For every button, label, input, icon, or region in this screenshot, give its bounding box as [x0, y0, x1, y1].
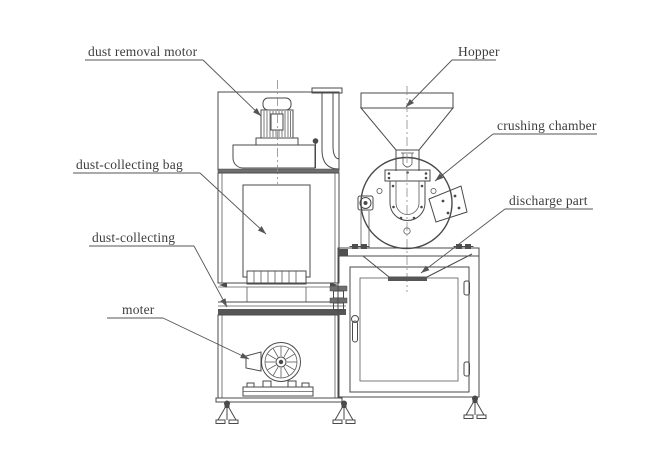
label-discharge-part: discharge part [509, 193, 588, 208]
left-arrow-mark [219, 282, 227, 288]
discharge-bracket [428, 185, 468, 223]
callout-discharge-part: discharge part [420, 193, 593, 274]
motor-box [217, 314, 340, 399]
label-dust-collecting: dust-collecting [92, 230, 175, 245]
dust-collecting-bag [242, 184, 311, 278]
leader-line [405, 59, 453, 108]
callouts: dust removal motor dust-collecting bag d… [73, 44, 597, 360]
discharge-mouth [388, 276, 427, 281]
callout-dust-collecting: dust-collecting [89, 230, 228, 308]
side-knob [357, 195, 374, 248]
bag-box [217, 172, 340, 284]
leader-line [420, 208, 506, 274]
leader-line [193, 245, 228, 308]
motor-snout [245, 351, 262, 372]
dust-collector-unit [215, 80, 348, 403]
door-u-inner [395, 181, 420, 215]
blower-compartment [217, 80, 343, 184]
door-u-outer [389, 181, 426, 221]
crushing-chamber [357, 86, 468, 292]
feed-throat-detail [401, 152, 414, 168]
label-moter: moter [122, 302, 155, 317]
label-dust-collecting-bag: dust-collecting bag [76, 157, 183, 172]
callout-hopper: Hopper [405, 44, 500, 108]
door-handle [351, 315, 359, 343]
cabinet-door [349, 266, 470, 393]
leader-line [199, 172, 267, 235]
stud-head [312, 138, 319, 144]
top-plate-bolts [349, 244, 474, 249]
blower-box [217, 91, 340, 171]
motor-compartment [215, 314, 343, 403]
pipe-flange [311, 87, 343, 94]
leader-line [162, 317, 250, 360]
label-crushing-chamber: crushing chamber [497, 118, 597, 133]
callout-crushing-chamber: crushing chamber [434, 118, 597, 182]
dust-removal-motor [255, 97, 299, 146]
motor-base-flange [255, 137, 299, 146]
junction-block [338, 249, 348, 256]
leader-line [434, 133, 494, 182]
compartment-separator [217, 168, 340, 174]
motor-terminal-box [270, 113, 284, 131]
foot-left [215, 400, 239, 424]
leveling-feet [215, 395, 487, 424]
exhaust-pipe [311, 87, 343, 170]
discharge-funnel [362, 253, 473, 281]
callout-dust-collecting-bag: dust-collecting bag [73, 157, 267, 235]
door-hinge-top [463, 280, 470, 296]
door-panel [359, 277, 459, 382]
fan-spokes [265, 346, 297, 378]
cabinet-top-plate [337, 247, 480, 257]
bag-connector [246, 270, 307, 285]
door-hinge-bottom [463, 361, 470, 377]
blower-scroll [232, 144, 316, 169]
cabinet-body [337, 255, 480, 398]
foot-right [463, 395, 487, 419]
tray-band [218, 309, 346, 315]
door-plate [384, 169, 431, 182]
callout-dust-removal-motor: dust removal motor [85, 44, 262, 117]
crusher-unit [337, 86, 480, 398]
door-bolts [387, 171, 428, 220]
label-dust-removal-motor: dust removal motor [88, 44, 198, 59]
foot-middle [332, 400, 356, 424]
bag-compartment [217, 172, 340, 302]
discharge-cabinet [337, 244, 480, 398]
dust-collecting-tray [218, 285, 348, 315]
callout-moter: moter [107, 302, 250, 360]
label-hopper: Hopper [458, 44, 500, 59]
leader-line [202, 59, 262, 117]
fan-motor [242, 342, 314, 397]
tower-base-rail [215, 397, 343, 403]
chamber-shell [360, 156, 453, 250]
motor-cap [262, 97, 292, 111]
